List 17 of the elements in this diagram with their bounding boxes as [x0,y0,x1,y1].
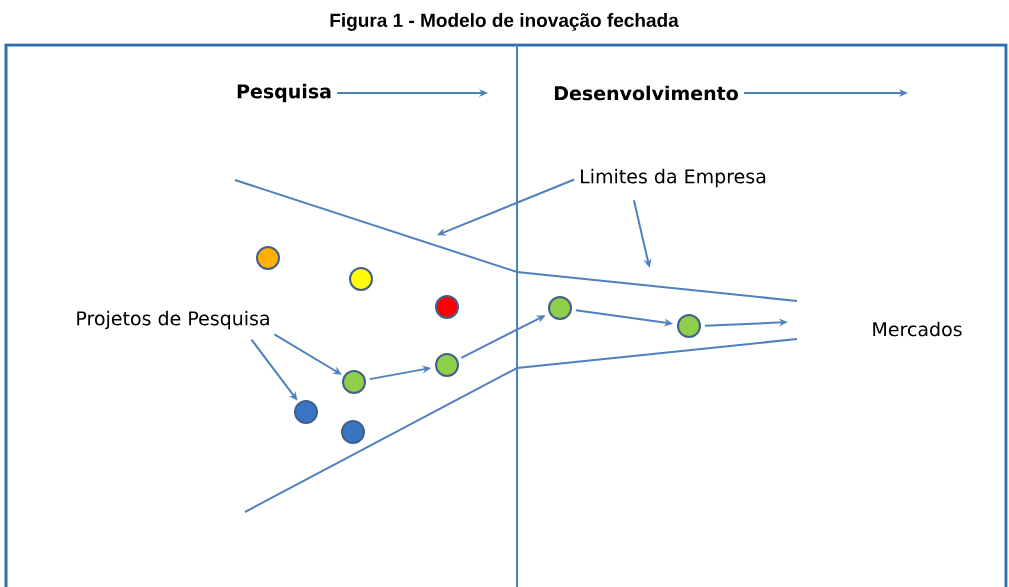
project-circle [341,420,365,444]
label: Projetos de Pesquisa [77,310,269,330]
project-circle [256,246,280,270]
arrow [273,333,342,375]
project-circle [435,295,459,319]
project-circle [349,267,373,291]
label: Limites da Empresa [581,168,766,188]
label: Pesquisa [237,83,331,103]
title: Figura 1 - Modelo de inovação fechada [330,13,679,31]
label: Mercados [873,321,962,337]
project-circle [294,400,318,424]
arrow [250,338,298,401]
label: Desenvolvimento [554,85,738,101]
project-circle [677,314,701,338]
project-circle [548,296,572,320]
project-circle [435,353,459,377]
project-circle [342,370,366,394]
